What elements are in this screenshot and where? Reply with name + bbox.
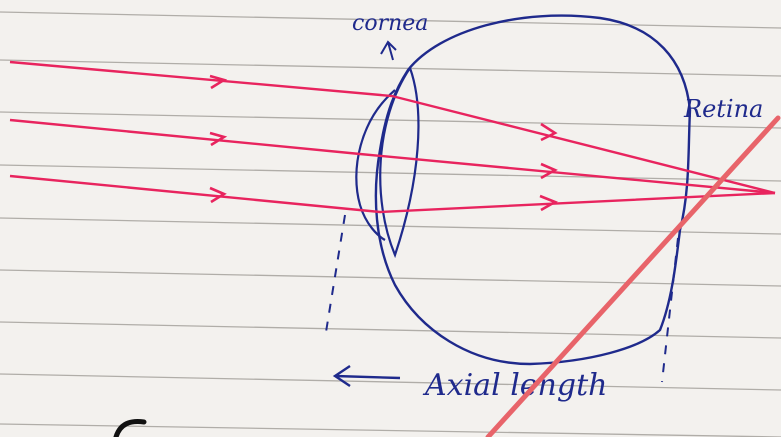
ruled-lines (0, 12, 781, 437)
axial-length-arrow (335, 366, 400, 386)
cornea-pointer-arrow (381, 42, 396, 60)
axial-length-label: Axial length (422, 368, 607, 403)
light-rays (10, 62, 775, 212)
ray-middle (10, 120, 775, 193)
cornea-label: cornea (352, 11, 428, 36)
pen-mark (116, 422, 144, 437)
retina-label: Retina (683, 95, 763, 123)
eyeball-outline (376, 16, 690, 364)
